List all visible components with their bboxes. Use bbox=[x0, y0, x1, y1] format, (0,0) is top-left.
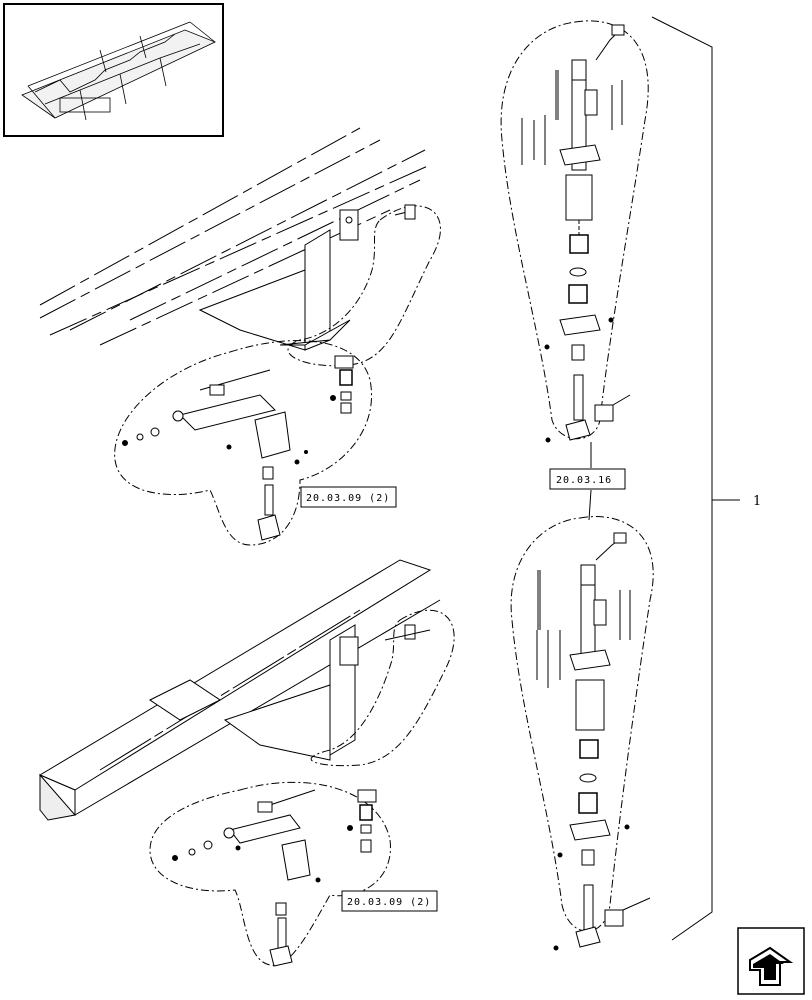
upper-frame bbox=[39, 127, 431, 351]
right-upper-jack-assembly bbox=[521, 24, 631, 443]
reference-box-c[interactable]: 20.03.09 (2) bbox=[341, 890, 438, 912]
next-page-arrow-icon[interactable] bbox=[737, 927, 805, 995]
reference-box-a[interactable]: 20.03.09 (2) bbox=[300, 486, 397, 508]
lower-pivot-assembly bbox=[172, 624, 431, 967]
upper-detail-outline-a bbox=[287, 205, 441, 367]
reference-label-b: 20.03.16 bbox=[556, 475, 612, 486]
right-lower-jack-assembly bbox=[536, 532, 651, 951]
reference-label-c: 20.03.09 (2) bbox=[347, 897, 431, 908]
right-upper-detail-outline bbox=[500, 20, 649, 440]
lower-frame bbox=[38, 559, 441, 821]
right-lower-detail-outline bbox=[510, 516, 654, 932]
upper-detail-outline-b bbox=[114, 340, 372, 546]
upper-pivot-assembly bbox=[122, 204, 416, 541]
callout-number: 1 bbox=[753, 494, 761, 509]
callout-bracket: 1 bbox=[651, 16, 761, 941]
lower-detail-outline-a bbox=[310, 609, 455, 767]
header-overview-thumbnail bbox=[3, 3, 224, 137]
reference-box-b[interactable]: 20.03.16 bbox=[549, 468, 626, 490]
reference-label-a: 20.03.09 (2) bbox=[306, 493, 390, 504]
